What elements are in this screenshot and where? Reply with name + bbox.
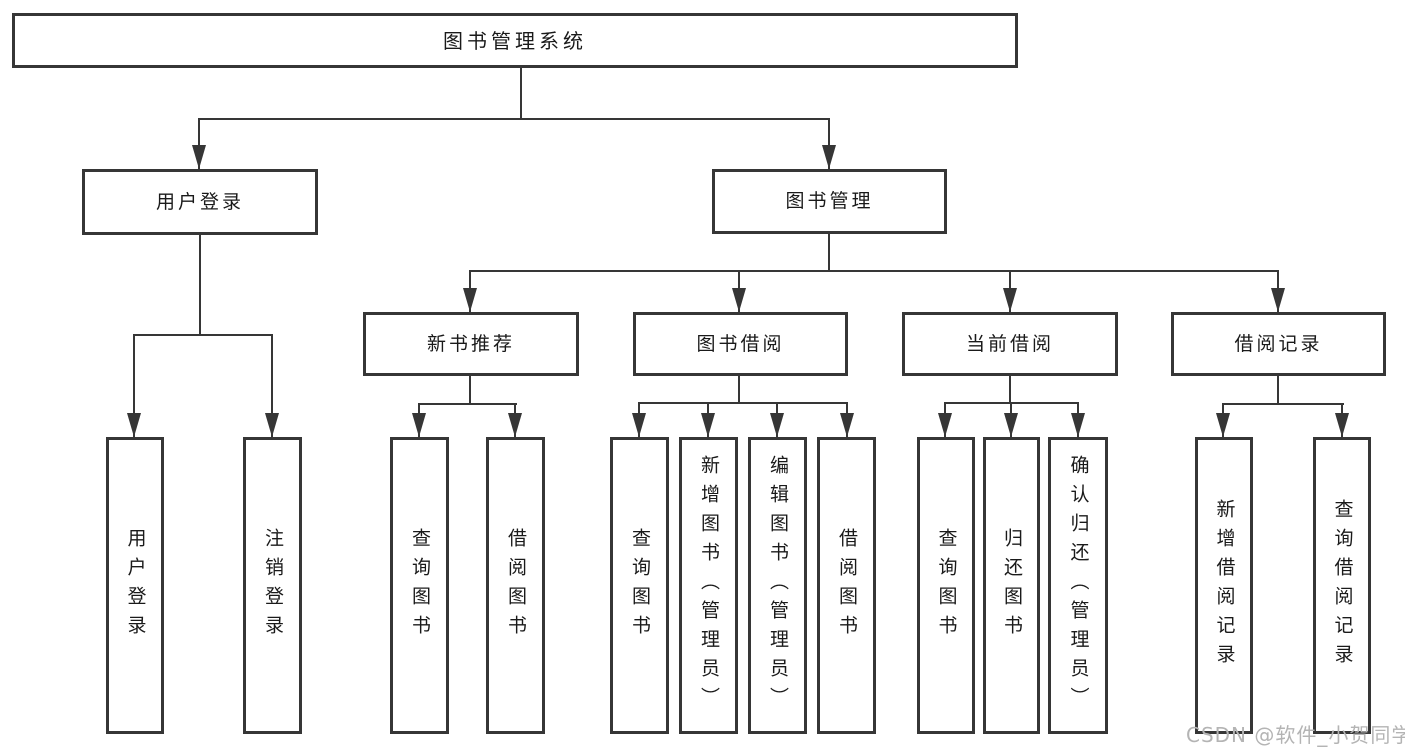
arrowhead-down-icon bbox=[508, 413, 522, 437]
edge-line bbox=[828, 234, 830, 272]
leaf-label: 查询借阅记录 bbox=[1331, 498, 1354, 673]
edge-line bbox=[470, 270, 1279, 272]
leaf-add-books-admin: 新增图书（管理员） bbox=[679, 437, 738, 734]
leaf-label: 查询图书 bbox=[409, 527, 431, 644]
leaf-query-books-recommend: 查询图书 bbox=[390, 437, 449, 734]
leaf-user-login: 用户登录 bbox=[106, 437, 164, 734]
arrowhead-down-icon bbox=[938, 413, 952, 437]
edge-line bbox=[469, 376, 471, 405]
edge-line bbox=[1277, 376, 1279, 405]
node-borrowing-records: 借阅记录 bbox=[1171, 312, 1386, 376]
node-new-book-recommend: 新书推荐 bbox=[363, 312, 579, 376]
node-label: 图书借阅 bbox=[696, 332, 785, 355]
leaf-confirm-return-admin: 确认归还（管理员） bbox=[1048, 437, 1108, 734]
node-library-system: 图书管理系统 bbox=[12, 13, 1018, 68]
arrowhead-down-icon bbox=[127, 413, 141, 437]
edge-line bbox=[419, 403, 517, 405]
node-book-management: 图书管理 bbox=[712, 169, 947, 234]
arrowhead-down-icon bbox=[732, 288, 746, 312]
node-label: 用户登录 bbox=[155, 190, 244, 213]
leaf-return-books: 归还图书 bbox=[983, 437, 1040, 734]
arrowhead-down-icon bbox=[1335, 413, 1349, 437]
arrowhead-down-icon bbox=[1003, 288, 1017, 312]
leaf-edit-books-admin: 编辑图书（管理员） bbox=[748, 437, 807, 734]
edge-line bbox=[271, 334, 273, 437]
arrowhead-down-icon bbox=[1271, 288, 1285, 312]
node-book-borrowing: 图书借阅 bbox=[633, 312, 848, 376]
edge-line bbox=[199, 235, 201, 336]
leaf-add-borrow-record: 新增借阅记录 bbox=[1195, 437, 1253, 734]
node-label: 图书管理系统 bbox=[443, 28, 587, 53]
leaf-query-books-borrowing: 查询图书 bbox=[610, 437, 669, 734]
leaf-label: 新增借阅记录 bbox=[1213, 498, 1236, 673]
leaf-logout: 注销登录 bbox=[243, 437, 302, 734]
edge-line bbox=[828, 118, 830, 169]
leaf-label: 查询图书 bbox=[629, 527, 651, 644]
arrowhead-down-icon bbox=[1004, 413, 1018, 437]
leaf-label: 编辑图书（管理员） bbox=[767, 455, 789, 716]
arrowhead-down-icon bbox=[840, 413, 854, 437]
edge-line bbox=[134, 334, 273, 336]
node-label: 新书推荐 bbox=[426, 332, 515, 355]
arrowhead-down-icon bbox=[770, 413, 784, 437]
leaf-label: 归还图书 bbox=[1001, 527, 1023, 644]
arrowhead-down-icon bbox=[701, 413, 715, 437]
watermark: CSDN @软件_小贺同学 bbox=[1186, 723, 1405, 747]
leaf-query-borrow-record: 查询借阅记录 bbox=[1313, 437, 1371, 734]
edge-line bbox=[1009, 376, 1011, 404]
node-user-login: 用户登录 bbox=[82, 169, 318, 235]
arrowhead-down-icon bbox=[463, 288, 477, 312]
leaf-label: 查询图书 bbox=[935, 527, 958, 644]
edge-line bbox=[738, 376, 740, 404]
node-label: 当前借阅 bbox=[965, 332, 1054, 355]
leaf-query-books-current: 查询图书 bbox=[917, 437, 975, 734]
leaf-label: 用户登录 bbox=[124, 527, 147, 644]
arrowhead-down-icon bbox=[1071, 413, 1085, 437]
node-label: 借阅记录 bbox=[1234, 332, 1323, 355]
arrowhead-down-icon bbox=[265, 413, 279, 437]
leaf-label: 借阅图书 bbox=[836, 527, 858, 644]
leaf-label: 新增图书（管理员） bbox=[698, 455, 720, 716]
edge-line bbox=[945, 402, 1079, 404]
edge-line bbox=[520, 67, 522, 120]
arrowhead-down-icon bbox=[632, 413, 646, 437]
edge-line bbox=[639, 402, 848, 404]
leaf-label: 确认归还（管理员） bbox=[1067, 455, 1090, 716]
leaf-borrow-books-borrowing: 借阅图书 bbox=[817, 437, 876, 734]
arrowhead-down-icon bbox=[1216, 413, 1230, 437]
leaf-label: 注销登录 bbox=[262, 527, 284, 644]
arrowhead-down-icon bbox=[192, 145, 206, 169]
leaf-label: 借阅图书 bbox=[505, 527, 527, 644]
node-current-borrowing: 当前借阅 bbox=[902, 312, 1118, 376]
edge-line bbox=[133, 334, 135, 437]
arrowhead-down-icon bbox=[412, 413, 426, 437]
edge-line bbox=[1223, 403, 1344, 405]
node-label: 图书管理 bbox=[785, 190, 874, 212]
arrowhead-down-icon bbox=[822, 145, 836, 169]
edge-line bbox=[199, 118, 830, 120]
edge-line bbox=[198, 118, 200, 169]
leaf-borrow-books-recommend: 借阅图书 bbox=[486, 437, 545, 734]
